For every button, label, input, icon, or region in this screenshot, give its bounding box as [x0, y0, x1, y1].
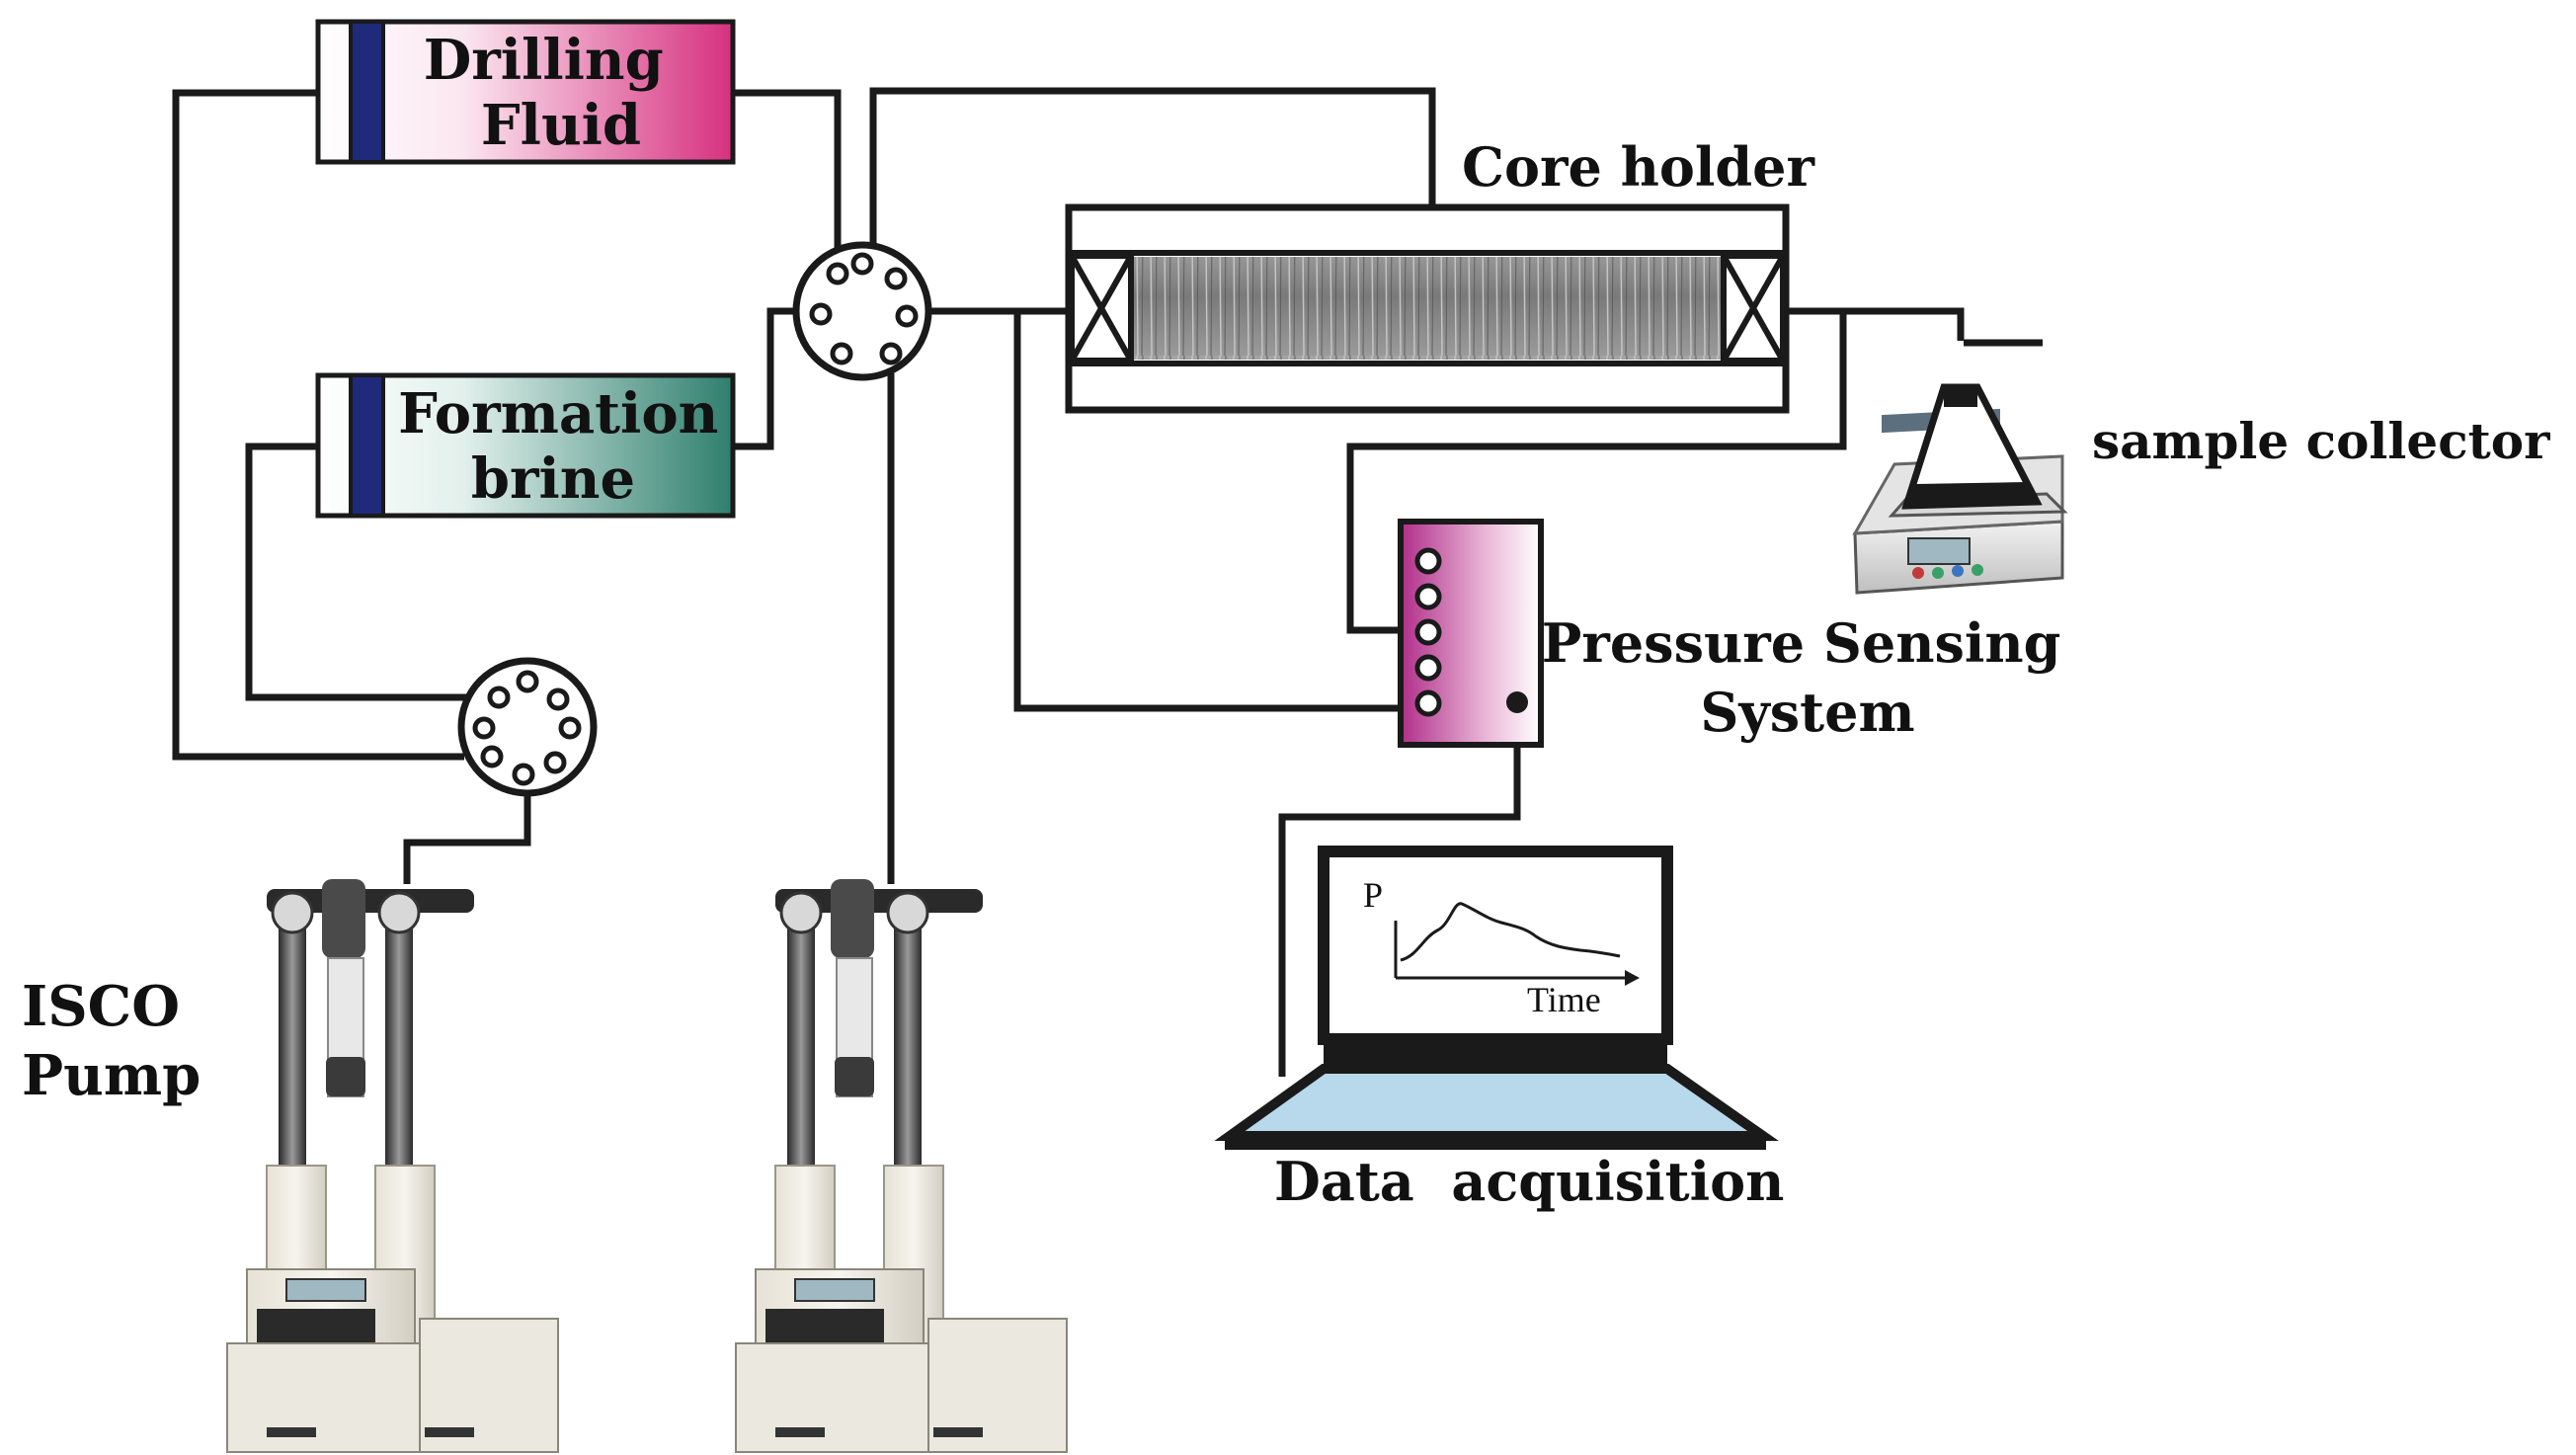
core-holder-label: Core holder [1462, 135, 1815, 199]
upper-six-way-valve [792, 241, 932, 381]
plot-y-label: P [1363, 875, 1383, 915]
plot-curve [1400, 902, 1621, 962]
data-acquisition-label: Data acquisition [1274, 1150, 1784, 1213]
lower-six-way-valve [457, 657, 598, 797]
pressure-time-plot: P Time [1363, 875, 1640, 1019]
inlet-end-cap [1069, 253, 1134, 364]
plot-x-label: Time [1527, 980, 1601, 1019]
sample-collector: sample collector [1852, 383, 2550, 595]
drilling-fluid-cylinder: Drilling Fluid [315, 19, 736, 165]
rock-core-sample [1131, 257, 1724, 360]
formation-brine-cylinder: Formation brine [315, 372, 738, 519]
isco-pump-2 [735, 879, 1068, 1453]
isco-pump-label: ISCO Pump [22, 974, 201, 1108]
outlet-end-cap [1721, 253, 1786, 364]
plot-x-arrow [1625, 970, 1640, 986]
signal-output-port [1506, 691, 1528, 713]
drilling-fluid-label: Drilling Fluid [424, 28, 684, 158]
pressure-sensing-label: Pressure Sensing System [1542, 611, 2079, 744]
core-holder: Core holder [1065, 135, 1815, 414]
formation-brine-label: Formation brine [398, 381, 738, 512]
tubing [172, 87, 2043, 1077]
isco-pump-1 [226, 879, 559, 1453]
sample-collector-label: sample collector [2092, 412, 2550, 470]
data-acquisition-laptop: P Time Data acquisition [1214, 846, 1784, 1213]
pressure-ports [1414, 547, 1442, 717]
pressure-sensing-system: Pressure Sensing System [1398, 519, 2079, 748]
